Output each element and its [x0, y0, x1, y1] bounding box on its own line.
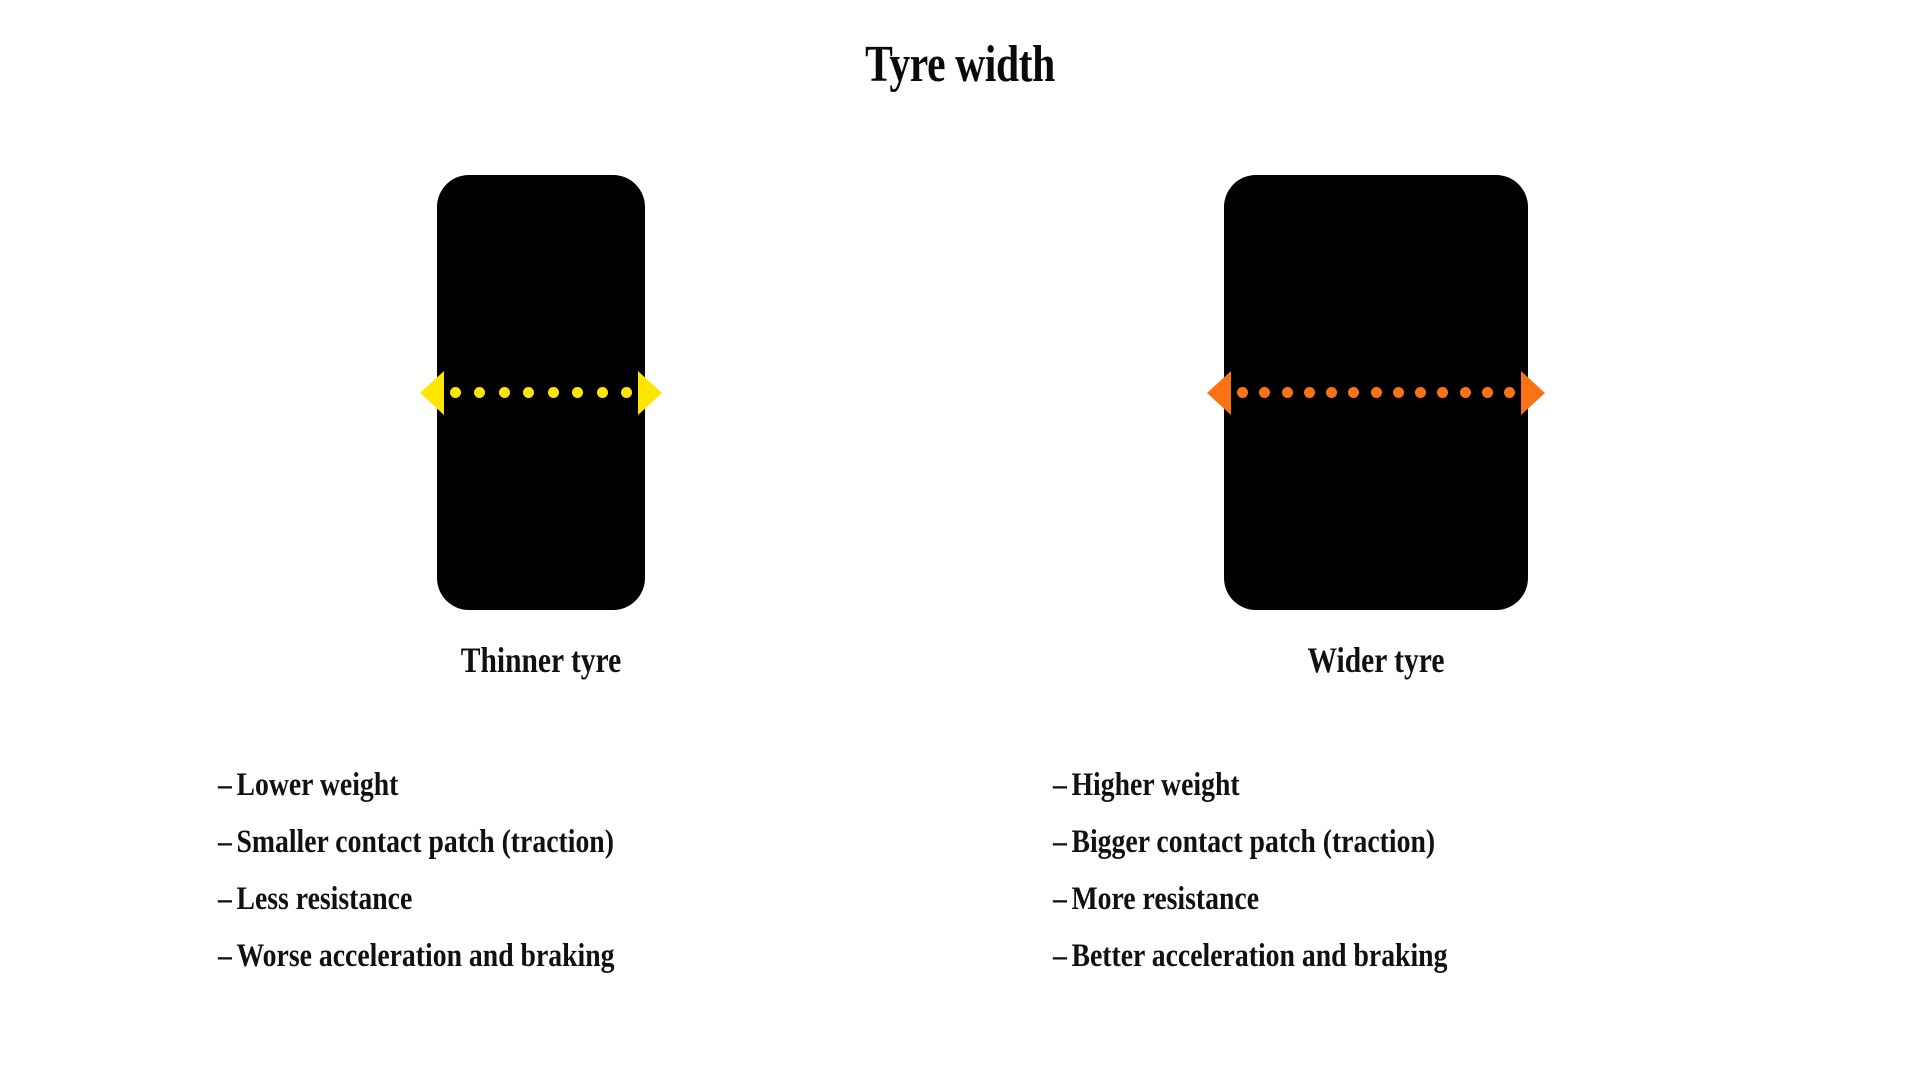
tyre-caption-thinner: Thinner tyre: [460, 640, 622, 680]
dotted-measure-line-thinner: [444, 387, 638, 398]
benefit-list-item-label: Worse acceleration and braking: [236, 938, 615, 974]
tyre-caption-wider: Wider tyre: [1307, 640, 1445, 680]
arrow-head-left-icon: [1207, 370, 1231, 415]
benefit-list-item: –Better acceleration and braking: [1053, 928, 1447, 985]
benefit-list-item-label: More resistance: [1071, 881, 1260, 917]
measure-dot: [474, 387, 486, 398]
tyre-figure-wider: [1207, 175, 1545, 610]
measure-dot: [498, 387, 510, 398]
measure-dot: [547, 387, 559, 398]
benefit-list-wider: –Higher weight–Bigger contact patch (tra…: [1053, 757, 1447, 985]
measure-dot: [1459, 387, 1471, 398]
dotted-measure-line-wider: [1231, 387, 1521, 398]
benefit-list-item-label: Bigger contact patch (traction): [1071, 824, 1436, 860]
bullet-dash-icon: –: [1053, 824, 1067, 860]
benefit-list-item-label: Better acceleration and braking: [1071, 938, 1448, 974]
measure-dot: [523, 387, 535, 398]
bullet-dash-icon: –: [1053, 881, 1067, 917]
measure-dot: [620, 387, 632, 398]
bullet-dash-icon: –: [1053, 767, 1067, 803]
measure-dot: [1481, 387, 1493, 398]
bullet-dash-icon: –: [218, 824, 232, 860]
measure-dot: [572, 387, 584, 398]
benefit-list-thinner: –Lower weight–Smaller contact patch (tra…: [218, 757, 615, 985]
measure-dot: [1326, 387, 1337, 398]
arrow-head-right-icon: [1521, 370, 1545, 415]
benefit-list-item: –Smaller contact patch (traction): [218, 814, 615, 871]
measure-dot: [1370, 387, 1382, 398]
measure-dot: [1281, 387, 1293, 398]
bullet-dash-icon: –: [218, 881, 232, 917]
measure-dot: [1437, 387, 1449, 398]
tyre-shape-thinner: [437, 175, 645, 610]
benefit-list-item: –More resistance: [1053, 871, 1447, 928]
arrow-head-right-icon: [638, 370, 662, 415]
page-title: Tyre width: [865, 36, 1055, 93]
benefit-list-item: –Higher weight: [1053, 757, 1447, 814]
benefit-list-item: –Bigger contact patch (traction): [1053, 814, 1447, 871]
measure-dot: [1237, 387, 1248, 398]
measure-dot: [1504, 387, 1515, 398]
measure-dot: [1415, 387, 1426, 398]
benefit-list-item-label: Less resistance: [236, 881, 413, 917]
bullet-dash-icon: –: [1053, 938, 1067, 974]
bullet-dash-icon: –: [218, 938, 232, 974]
benefit-list-item: –Worse acceleration and braking: [218, 928, 615, 985]
tyre-figure-thinner: [420, 175, 662, 610]
benefit-list-item: –Less resistance: [218, 871, 615, 928]
bullet-dash-icon: –: [218, 767, 232, 803]
measure-dot: [1392, 387, 1404, 398]
measure-dot: [450, 387, 461, 398]
width-dimension-arrow-thinner: [420, 370, 662, 415]
measure-dot: [1303, 387, 1315, 398]
width-dimension-arrow-wider: [1207, 370, 1545, 415]
benefit-list-item-label: Lower weight: [236, 767, 399, 803]
benefit-list-item-label: Higher weight: [1071, 767, 1240, 803]
arrow-head-left-icon: [420, 370, 444, 415]
measure-dot: [1348, 387, 1360, 398]
measure-dot: [596, 387, 608, 398]
measure-dot: [1259, 387, 1271, 398]
benefit-list-item-label: Smaller contact patch (traction): [236, 824, 614, 860]
benefit-list-item: –Lower weight: [218, 757, 615, 814]
